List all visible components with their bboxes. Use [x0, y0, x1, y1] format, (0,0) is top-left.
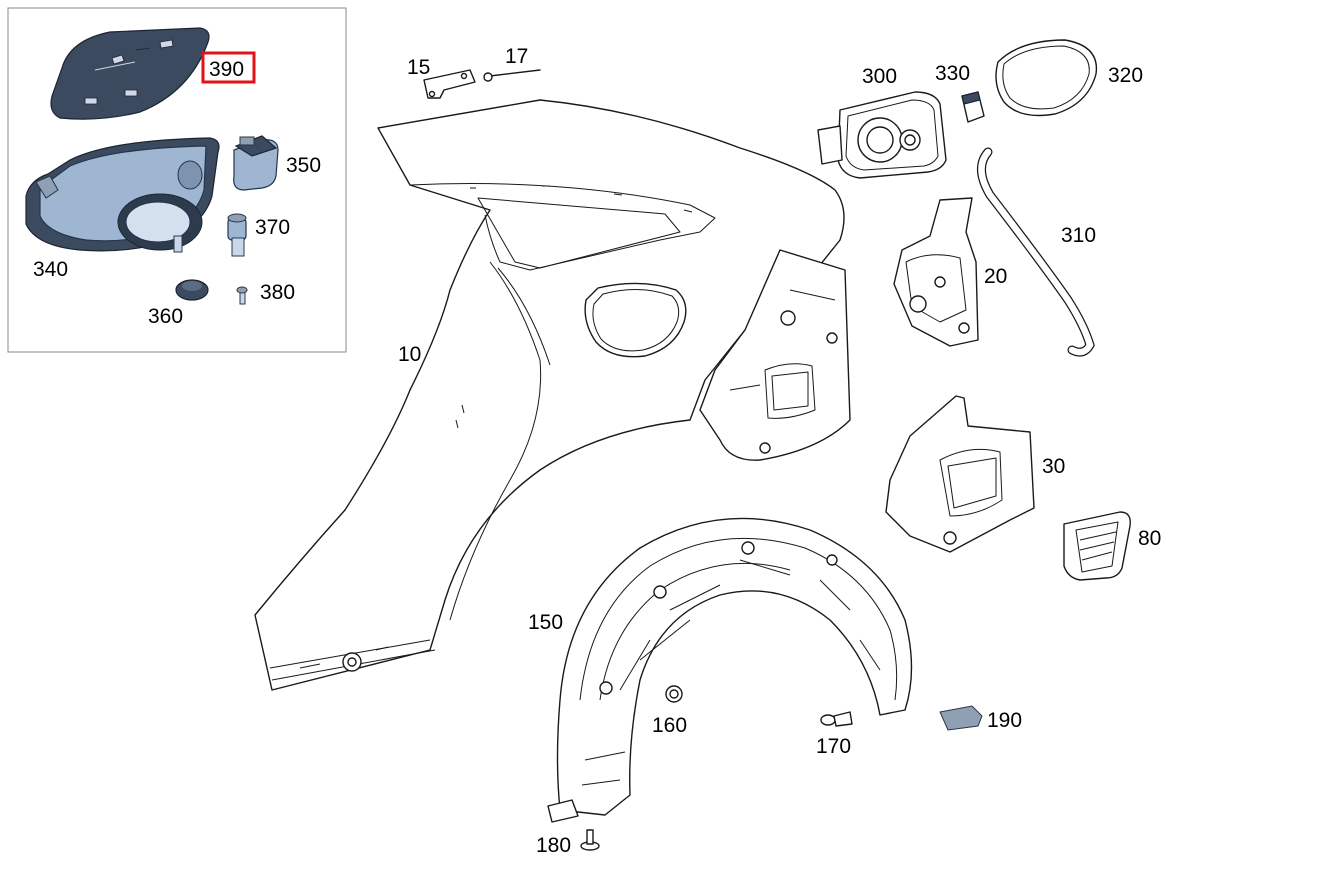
label-300[interactable]: 300 — [862, 65, 897, 88]
label-17[interactable]: 17 — [505, 45, 528, 68]
part-labels: 390 350 370 340 380 360 15 17 300 330 32… — [33, 45, 1161, 857]
label-80[interactable]: 80 — [1138, 527, 1161, 550]
part-360-grommet[interactable] — [175, 279, 209, 301]
part-190-nut[interactable] — [939, 705, 983, 731]
label-160[interactable]: 160 — [652, 714, 687, 737]
part-30-lower-panel[interactable] — [885, 395, 1035, 553]
part-15-hinge[interactable] — [423, 69, 476, 99]
part-160-clip[interactable] — [665, 685, 683, 703]
label-150[interactable]: 150 — [528, 611, 563, 634]
part-350-actuator[interactable] — [233, 135, 279, 191]
part-380-screw[interactable] — [236, 286, 248, 305]
part-300-fuel-filler-housing[interactable] — [817, 91, 947, 179]
part-320-fuel-door[interactable] — [995, 39, 1098, 117]
part-330-actuator[interactable] — [961, 91, 985, 123]
part-80-vent[interactable] — [1063, 511, 1131, 581]
label-340[interactable]: 340 — [33, 258, 68, 281]
label-310[interactable]: 310 — [1061, 224, 1096, 247]
part-390-fuel-flap-cover[interactable] — [50, 27, 210, 120]
label-190[interactable]: 190 — [987, 709, 1022, 732]
label-20[interactable]: 20 — [984, 265, 1007, 288]
label-30[interactable]: 30 — [1042, 455, 1065, 478]
part-370-pin[interactable] — [227, 213, 247, 257]
part-340-filler-housing[interactable] — [25, 137, 220, 253]
label-170[interactable]: 170 — [816, 735, 851, 758]
part-170-screw[interactable] — [820, 711, 853, 727]
label-390[interactable]: 390 — [209, 58, 244, 81]
part-17-rod[interactable] — [483, 69, 541, 82]
part-10-quarter-panel[interactable] — [254, 99, 851, 691]
inset-panel — [7, 7, 347, 353]
label-330[interactable]: 330 — [935, 62, 970, 85]
label-360[interactable]: 360 — [148, 305, 183, 328]
label-180[interactable]: 180 — [536, 834, 571, 857]
label-380[interactable]: 380 — [260, 281, 295, 304]
label-350[interactable]: 350 — [286, 154, 321, 177]
label-370[interactable]: 370 — [255, 216, 290, 239]
label-10[interactable]: 10 — [398, 343, 421, 366]
part-310-drain-hose[interactable] — [977, 147, 1095, 357]
label-15[interactable]: 15 — [407, 56, 430, 79]
label-320[interactable]: 320 — [1108, 64, 1143, 87]
part-150-wheel-liner[interactable] — [547, 517, 913, 823]
part-180-screw[interactable] — [580, 829, 600, 851]
part-20-inner-panel[interactable] — [893, 197, 979, 347]
highlight-box-390 — [201, 51, 256, 84]
